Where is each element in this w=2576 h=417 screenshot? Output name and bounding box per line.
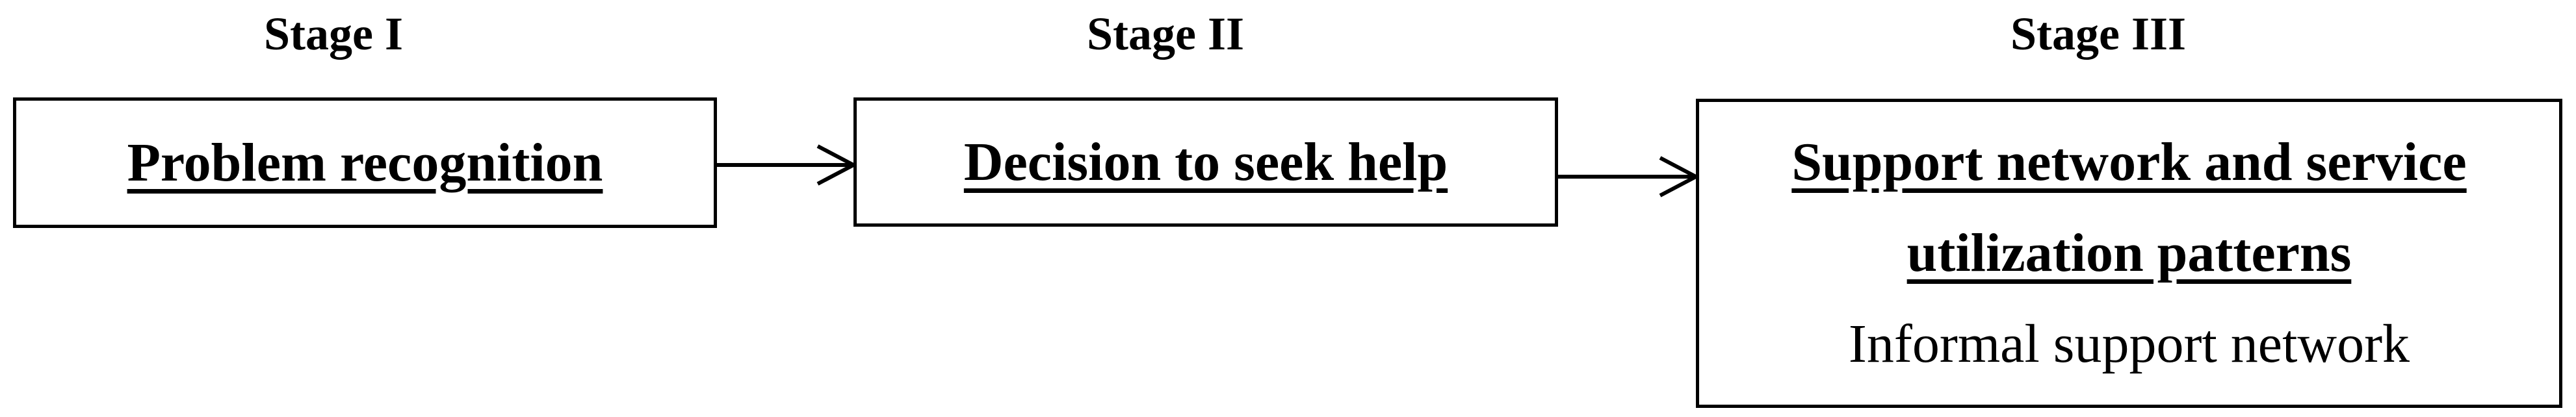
arrowhead-upper-barb — [1659, 156, 1697, 179]
stage-3-box-label-line-1: Support network and service — [1791, 132, 2467, 192]
arrowhead-lower-barb — [1659, 175, 1697, 197]
arrowhead-upper-barb — [816, 144, 855, 167]
arrow-stage1-to-stage2 — [716, 144, 855, 186]
stage-1-box: Problem recognition — [13, 97, 717, 228]
stage-1-box-label: Problem recognition — [127, 133, 603, 193]
stage-3-box-label-line-2: utilization patterns — [1906, 223, 2352, 283]
stage-3-box: Support network and service utilization … — [1696, 99, 2562, 408]
stage-2-title: Stage II — [1086, 8, 1244, 60]
stage-2-box-label: Decision to seek help — [963, 132, 1448, 192]
stage-3-box-sublabel: Informal support network — [1848, 314, 2410, 374]
stage-1-title: Stage I — [264, 8, 403, 60]
arrow-stage2-to-stage3 — [1557, 156, 1697, 197]
stage-3-title: Stage III — [2010, 8, 2187, 60]
arrowhead-lower-barb — [816, 163, 855, 186]
stage-2-box: Decision to seek help — [853, 97, 1558, 227]
stage-3-box-content: Support network and service utilization … — [1791, 117, 2466, 390]
